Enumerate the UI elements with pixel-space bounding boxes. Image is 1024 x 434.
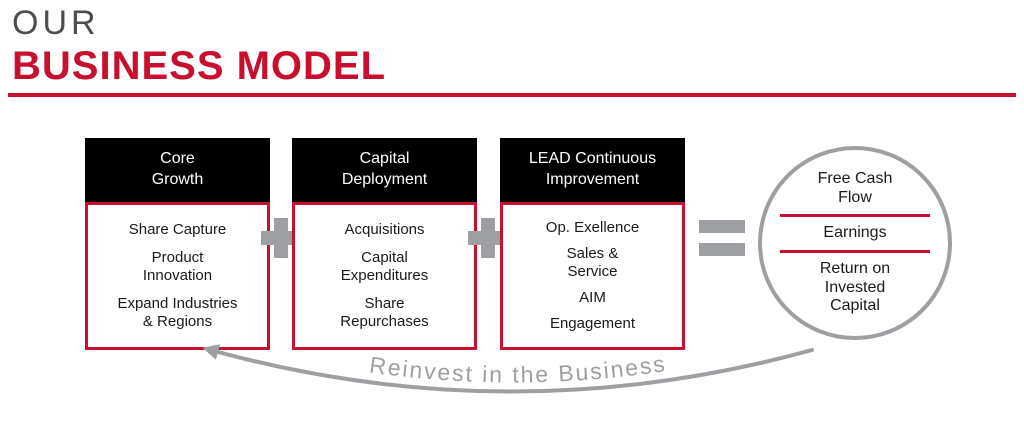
- reinvest-arrow-curve: [216, 348, 814, 394]
- page-title: BUSINESS MODEL: [12, 44, 387, 88]
- pillar-item: Engagement: [549, 315, 636, 332]
- outcome-earnings: Earnings: [823, 224, 887, 242]
- outcome-divider: [780, 250, 930, 253]
- pillar-item: Expand Industries & Regions: [117, 295, 238, 330]
- pillar-box-core-growth: Core Growth Share Capture Product Innova…: [85, 138, 270, 350]
- equals-top-bar: [699, 220, 745, 233]
- pillar-box-capital-deployment: Capital Deployment Acquisitions Capital …: [292, 138, 477, 350]
- equals-icon: [699, 220, 745, 256]
- pillar-box-lead-continuous-improvement: LEAD Continuous Improvement Op. Exellenc…: [500, 138, 685, 350]
- pillar-item: AIM: [579, 289, 606, 306]
- outcome-divider: [780, 214, 930, 218]
- plus-icon: [468, 218, 508, 258]
- page-pretitle: OUR: [12, 4, 100, 42]
- pillar-header: Core Growth: [85, 138, 270, 202]
- pillar-item: Capital Expenditures: [340, 249, 429, 284]
- plus-icon: [261, 218, 301, 258]
- pillar-item: Sales & Service: [566, 245, 619, 280]
- outcomes-circle: Free Cash Flow Earnings Return on Invest…: [758, 146, 952, 340]
- plus-vertical-bar: [274, 218, 288, 258]
- pillar-item: Share Repurchases: [340, 295, 429, 330]
- pillar-body: Op. Exellence Sales & Service AIM Engage…: [500, 202, 685, 350]
- title-divider: [8, 93, 1016, 97]
- pillar-header: Capital Deployment: [292, 138, 477, 202]
- reinvest-label: Reinvest in the Business: [368, 350, 666, 387]
- outcome-free-cash-flow: Free Cash Flow: [817, 170, 893, 206]
- pillar-header: LEAD Continuous Improvement: [500, 138, 685, 202]
- pillar-item: Product Innovation: [142, 249, 213, 284]
- pillar-body: Acquisitions Capital Expenditures Share …: [292, 202, 477, 350]
- equals-bottom-bar: [699, 243, 745, 256]
- pillar-item: Op. Exellence: [545, 219, 640, 236]
- reinvest-label-text: Reinvest in the Business: [368, 350, 668, 387]
- outcome-return-on-invested-capital: Return on Invested Capital: [819, 260, 891, 315]
- pillar-item: Share Capture: [128, 221, 227, 238]
- pillar-item: Acquisitions: [344, 221, 425, 238]
- plus-vertical-bar: [481, 218, 495, 258]
- pillar-body: Share Capture Product Innovation Expand …: [85, 202, 270, 350]
